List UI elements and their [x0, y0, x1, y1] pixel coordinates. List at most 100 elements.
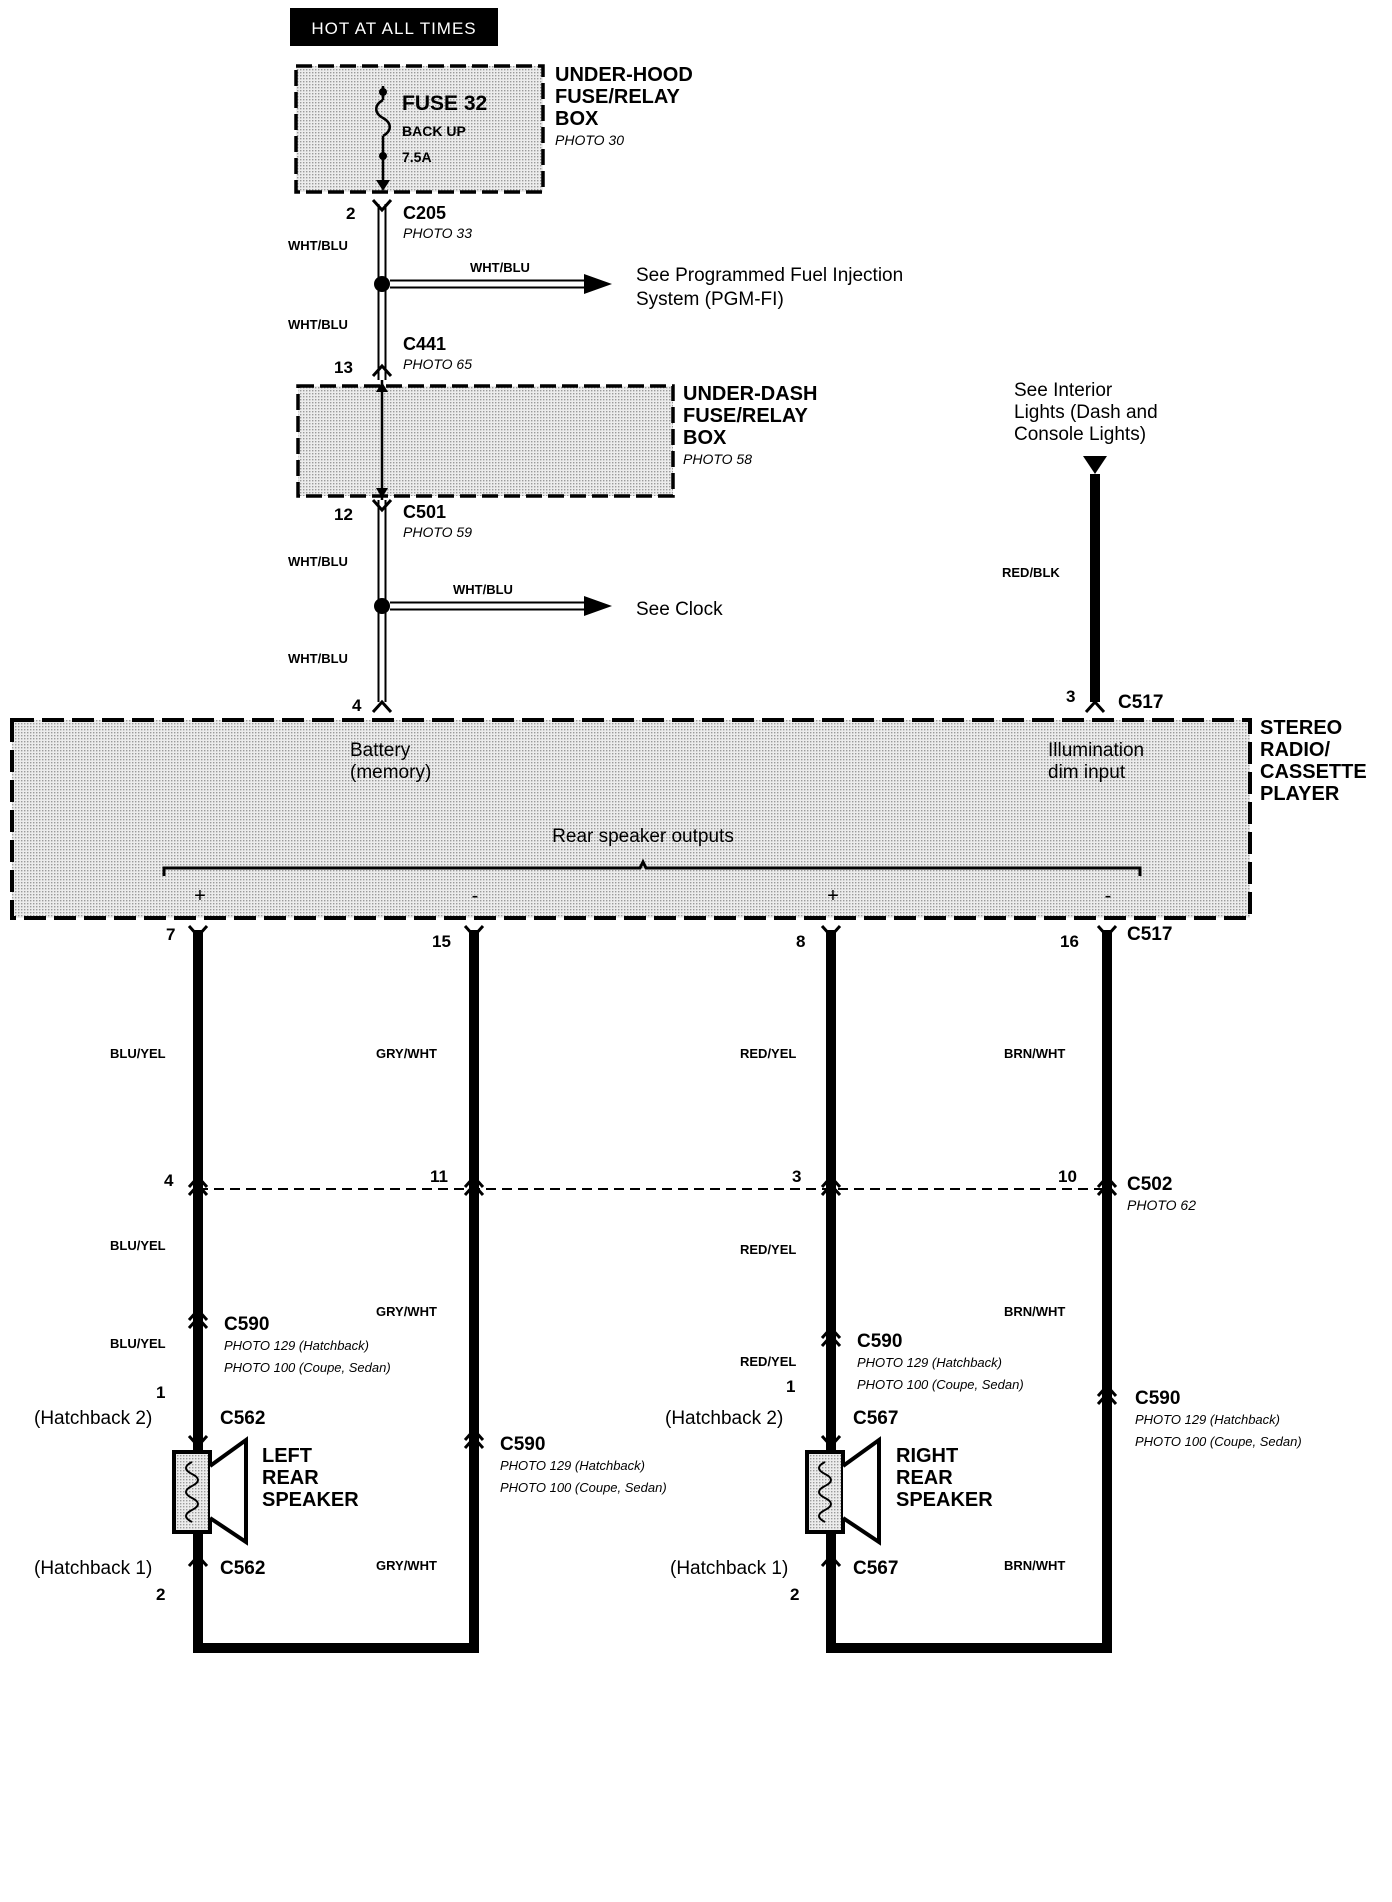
fuse-32-symbol: [375, 98, 391, 138]
svg-text:C590: C590: [857, 1331, 902, 1352]
svg-text:BRN/WHT: BRN/WHT: [1004, 1558, 1065, 1573]
svg-text:3: 3: [792, 1167, 801, 1186]
svg-text:PLAYER: PLAYER: [1260, 783, 1340, 805]
svg-text:3: 3: [1066, 687, 1075, 706]
svg-text:C590: C590: [500, 1434, 545, 1455]
svg-text:PHOTO 58: PHOTO 58: [683, 451, 752, 467]
left-rear-speaker: 1 (Hatchback 2) C562 LEFT REAR SPEAKER (…: [34, 1383, 359, 1604]
svg-text:PHOTO 129 (Hatchback): PHOTO 129 (Hatchback): [857, 1355, 1002, 1370]
c501-pin: 12: [334, 505, 353, 524]
c441-name: C441: [403, 334, 446, 354]
c501-name: C501: [403, 502, 446, 522]
pgmfi-ref-1: See Programmed Fuel Injection: [636, 265, 903, 286]
c205-pin: 2: [346, 204, 355, 223]
svg-text:GRY/WHT: GRY/WHT: [376, 1558, 437, 1573]
c205-photo: PHOTO 33: [403, 225, 472, 241]
svg-text:PHOTO 129 (Hatchback): PHOTO 129 (Hatchback): [224, 1338, 369, 1353]
svg-text:RADIO/: RADIO/: [1260, 739, 1330, 761]
svg-text:See Interior: See Interior: [1014, 380, 1113, 401]
svg-text:BLU/YEL: BLU/YEL: [110, 1336, 166, 1351]
svg-text:BLU/YEL: BLU/YEL: [110, 1046, 166, 1061]
svg-text:(memory): (memory): [350, 762, 431, 783]
svg-text:BRN/WHT: BRN/WHT: [1004, 1046, 1065, 1061]
c441-photo: PHOTO 65: [403, 356, 472, 372]
svg-text:GRY/WHT: GRY/WHT: [376, 1046, 437, 1061]
svg-text:GRY/WHT: GRY/WHT: [376, 1304, 437, 1319]
svg-text:4: 4: [164, 1171, 174, 1190]
pgmfi-ref-2: System (PGM-FI): [636, 289, 784, 310]
svg-text:RED/BLK: RED/BLK: [1002, 565, 1060, 580]
svg-text:RED/YEL: RED/YEL: [740, 1242, 796, 1257]
svg-text:16: 16: [1060, 932, 1079, 951]
svg-text:C502: C502: [1127, 1174, 1172, 1195]
svg-text:REAR: REAR: [896, 1467, 953, 1489]
svg-text:C517: C517: [1127, 924, 1172, 945]
svg-text:Lights (Dash and: Lights (Dash and: [1014, 402, 1158, 423]
svg-text:CASSETTE: CASSETTE: [1260, 761, 1367, 783]
stereo-radio-box: Battery (memory) Illumination dim input …: [10, 717, 1367, 920]
wire-wht-blu-3: WHT/BLU: [288, 554, 348, 569]
svg-text:Battery: Battery: [350, 740, 411, 761]
c205-name: C205: [403, 203, 446, 223]
svg-text:C517: C517: [1118, 692, 1163, 713]
svg-text:UNDER-DASH: UNDER-DASH: [683, 383, 817, 405]
fuse-name: FUSE 32: [402, 92, 487, 115]
svg-text:WHT/BLU: WHT/BLU: [470, 260, 530, 275]
svg-text:WHT/BLU: WHT/BLU: [453, 582, 513, 597]
wire-wht-blu-2: WHT/BLU: [288, 317, 348, 332]
underhood-title-1: UNDER-HOOD: [555, 64, 693, 86]
svg-text:-: -: [472, 885, 479, 907]
svg-text:FUSE/RELAY: FUSE/RELAY: [683, 405, 809, 427]
underhood-fuse-box: FUSE 32 BACK UP 7.5A UNDER-HOOD FUSE/REL…: [294, 64, 693, 194]
underhood-title-2: FUSE/RELAY: [555, 86, 681, 108]
svg-text:STEREO: STEREO: [1260, 717, 1342, 739]
c502-marks: [187, 1174, 1118, 1197]
svg-text:8: 8: [796, 932, 805, 951]
underhood-title-3: BOX: [555, 108, 599, 130]
svg-text:C567: C567: [853, 1558, 898, 1579]
svg-text:1: 1: [156, 1383, 165, 1402]
c517-pin-battery: 4: [352, 696, 362, 715]
fuse-rating: 7.5A: [402, 149, 432, 165]
svg-text:REAR: REAR: [262, 1467, 319, 1489]
wht-blu-feed: [374, 204, 390, 702]
svg-text:C590: C590: [224, 1314, 269, 1335]
svg-text:Illumination: Illumination: [1048, 740, 1144, 761]
svg-text:-: -: [1105, 885, 1112, 907]
svg-text:+: +: [194, 885, 206, 907]
interior-lights-feed: See Interior Lights (Dash and Console Li…: [1002, 380, 1163, 714]
svg-text:dim input: dim input: [1048, 762, 1126, 783]
svg-text:PHOTO 100 (Coupe, Sedan): PHOTO 100 (Coupe, Sedan): [1135, 1434, 1302, 1449]
svg-text:7: 7: [166, 925, 175, 944]
svg-text:LEFT: LEFT: [262, 1445, 312, 1467]
svg-text:(Hatchback 2): (Hatchback 2): [665, 1408, 783, 1429]
svg-text:(Hatchback 1): (Hatchback 1): [670, 1558, 788, 1579]
svg-text:RED/YEL: RED/YEL: [740, 1046, 796, 1061]
svg-text:HOT AT ALL TIMES: HOT AT ALL TIMES: [311, 19, 476, 38]
pgmfi-branch: WHT/BLU See Programmed Fuel Injection Sy…: [390, 260, 903, 310]
svg-text:C567: C567: [853, 1408, 898, 1429]
speaker-output-wires: [193, 930, 1112, 1648]
wire-wht-blu-4: WHT/BLU: [288, 651, 348, 666]
svg-text:2: 2: [790, 1585, 799, 1604]
c441-pin: 13: [334, 358, 353, 377]
svg-text:1: 1: [786, 1377, 795, 1396]
c590-marks: [187, 1307, 1118, 1450]
svg-text:C562: C562: [220, 1408, 265, 1429]
svg-text:2: 2: [156, 1585, 165, 1604]
fuse-desc: BACK UP: [402, 123, 466, 139]
svg-text:PHOTO 100 (Coupe, Sedan): PHOTO 100 (Coupe, Sedan): [500, 1480, 667, 1495]
svg-text:PHOTO 62: PHOTO 62: [1127, 1197, 1196, 1213]
clock-branch: WHT/BLU See Clock: [390, 582, 723, 620]
svg-text:C562: C562: [220, 1558, 265, 1579]
svg-text:SPEAKER: SPEAKER: [262, 1489, 359, 1511]
right-rear-speaker: 1 (Hatchback 2) C567 RIGHT REAR SPEAKER …: [665, 1377, 993, 1604]
svg-text:+: +: [827, 885, 839, 907]
clock-ref: See Clock: [636, 599, 723, 620]
c517-bottom-marks: [187, 924, 1118, 939]
wire-wht-blu-1: WHT/BLU: [288, 238, 348, 253]
underdash-fuse-box: UNDER-DASH FUSE/RELAY BOX PHOTO 58: [296, 380, 817, 500]
svg-text:11: 11: [430, 1167, 448, 1186]
svg-text:10: 10: [1058, 1167, 1077, 1186]
svg-text:C590: C590: [1135, 1388, 1180, 1409]
